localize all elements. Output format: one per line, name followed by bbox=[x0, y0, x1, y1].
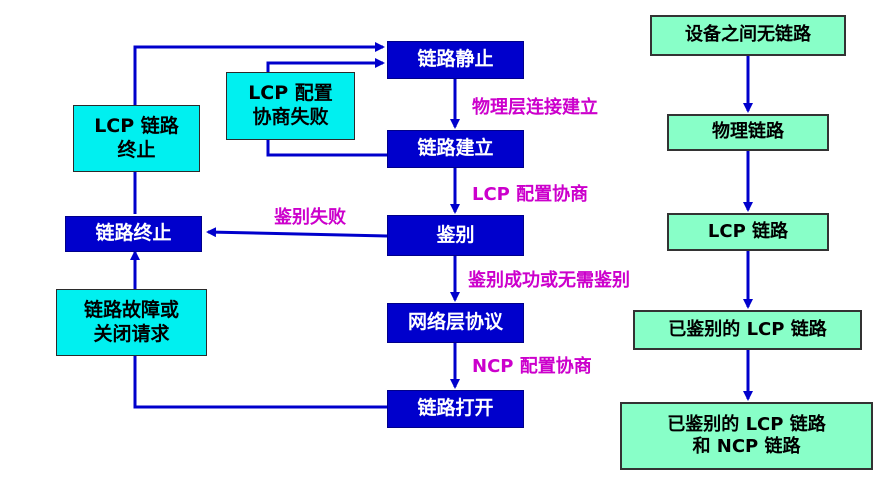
state-link-establish-label: 链路建立 bbox=[417, 137, 494, 160]
event-fault-or-close-line1: 链路故障或 bbox=[83, 298, 179, 321]
right-physical-link-label: 物理链路 bbox=[712, 121, 784, 143]
arrow-auth-fail bbox=[206, 227, 388, 238]
right-no-link-label: 设备之间无链路 bbox=[685, 24, 811, 46]
state-link-open-label: 链路打开 bbox=[417, 397, 494, 420]
event-lcp-config-fail-line2: 协商失败 bbox=[252, 106, 329, 128]
event-lcp-terminate-line2: 终止 bbox=[117, 138, 156, 161]
state-link-dead-label: 链路静止 bbox=[417, 48, 494, 71]
state-network-protocol: 网络层协议 bbox=[387, 303, 524, 343]
right-lcp-link-label: LCP 链路 bbox=[707, 220, 789, 242]
label-lcp-negotiate: LCP 配置协商 bbox=[472, 184, 589, 205]
right-no-link: 设备之间无链路 bbox=[650, 15, 846, 56]
state-authenticate: 鉴别 bbox=[387, 215, 524, 256]
state-authenticate-label: 鉴别 bbox=[436, 223, 475, 246]
label-physical-connect: 物理层连接建立 bbox=[472, 97, 598, 118]
state-network-protocol-label: 网络层协议 bbox=[407, 311, 503, 334]
right-auth-lcp-ncp-link-line1: 已鉴别的 LCP 链路 bbox=[667, 413, 826, 435]
event-lcp-terminate-line1: LCP 链路 bbox=[94, 114, 179, 137]
state-link-terminate-label: 链路终止 bbox=[95, 222, 172, 245]
state-link-dead: 链路静止 bbox=[387, 41, 524, 79]
right-auth-lcp-ncp-link-line2: 和 NCP 链路 bbox=[692, 436, 801, 457]
state-link-terminate: 链路终止 bbox=[65, 216, 202, 252]
event-fault-or-close-line2: 关闭请求 bbox=[93, 322, 170, 345]
right-auth-lcp-link-label: 已鉴别的 LCP 链路 bbox=[668, 318, 827, 340]
right-lcp-link: LCP 链路 bbox=[667, 213, 829, 251]
event-fault-or-close: 链路故障或 关闭请求 bbox=[56, 289, 207, 356]
event-lcp-config-fail: LCP 配置 协商失败 bbox=[226, 72, 355, 140]
event-lcp-config-fail-line1: LCP 配置 bbox=[248, 82, 333, 105]
state-link-open: 链路打开 bbox=[387, 390, 524, 428]
right-auth-lcp-link: 已鉴别的 LCP 链路 bbox=[633, 310, 862, 350]
state-link-establish: 链路建立 bbox=[387, 130, 524, 168]
right-physical-link: 物理链路 bbox=[667, 114, 829, 151]
event-lcp-terminate: LCP 链路 终止 bbox=[73, 105, 200, 172]
right-auth-lcp-ncp-link: 已鉴别的 LCP 链路 和 NCP 链路 bbox=[620, 402, 873, 470]
label-auth-success: 鉴别成功或无需鉴别 bbox=[468, 270, 630, 291]
label-ncp-negotiate: NCP 配置协商 bbox=[472, 356, 592, 377]
label-auth-fail: 鉴别失败 bbox=[274, 207, 346, 228]
